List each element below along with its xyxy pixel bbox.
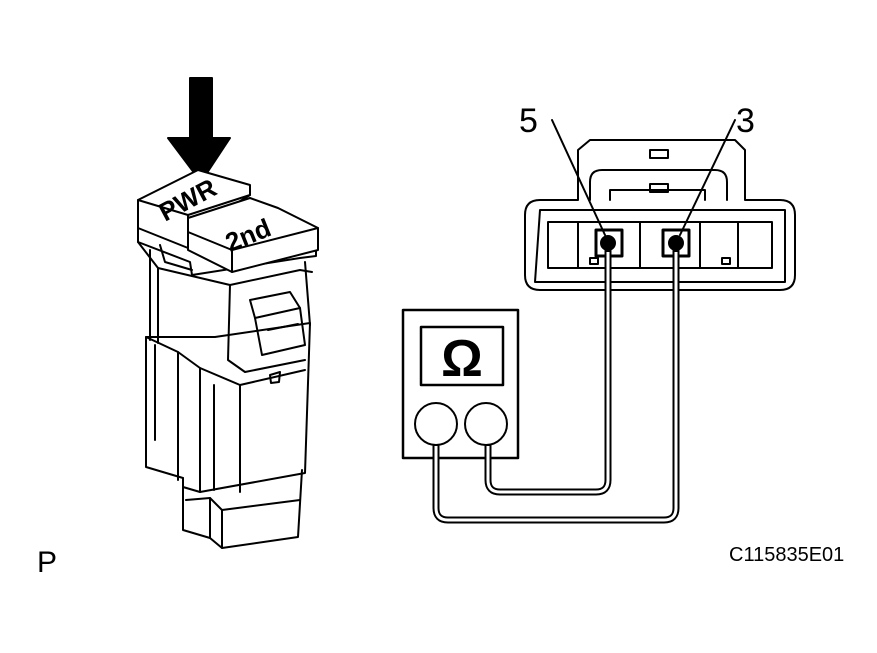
- cavity-key: [589, 257, 599, 265]
- bezel-edge: [159, 244, 193, 271]
- ohmmeter: Ω: [401, 308, 520, 460]
- meter-jack-left: [414, 402, 458, 446]
- ohm-symbol-icon: Ω: [441, 330, 483, 388]
- switch-terminal-block: [182, 469, 303, 549]
- latch-tab-top: [249, 291, 301, 319]
- cavity-dividers: [577, 221, 739, 269]
- connector-lock-inner: [609, 189, 706, 201]
- switch-middle-body: [149, 249, 311, 344]
- terminal-label-3: 3: [736, 102, 755, 140]
- latch-tab: [254, 307, 306, 356]
- ohmmeter-display: [419, 325, 505, 387]
- small-marker-icon: [269, 371, 281, 384]
- lock-tab: [649, 149, 669, 159]
- connector-assembly: 5 3: [519, 102, 796, 291]
- figure-code: C115835E01: [729, 544, 844, 566]
- switch-assembly: PWR 2nd: [137, 77, 319, 549]
- leader-line-5: [551, 119, 606, 236]
- button-bezel: [137, 227, 317, 276]
- latch-line: [267, 323, 299, 331]
- cavity-key: [721, 257, 731, 265]
- lock-tab: [649, 183, 669, 193]
- lead-highlights: [434, 252, 678, 522]
- terminal-edge: [185, 497, 301, 511]
- test-lead-inner: [484, 250, 612, 496]
- ohmmeter-body: [401, 308, 520, 460]
- probe-tip-5: [600, 235, 616, 251]
- connector-lock: [589, 169, 728, 201]
- connector-inner-frame: [534, 209, 786, 283]
- second-button: [187, 197, 319, 273]
- terminal-label-5: 5: [519, 102, 538, 140]
- housing-edge: [239, 369, 306, 386]
- housing-edge: [177, 351, 201, 493]
- meter-jack-right: [464, 402, 508, 446]
- leader-line-3: [679, 119, 736, 236]
- probe-tip-3: [668, 235, 684, 251]
- view-label: P: [37, 546, 57, 579]
- housing-edge: [145, 336, 179, 481]
- connector-outer-shell: [524, 139, 796, 291]
- terminal-cavity-row: [547, 221, 773, 269]
- body-ledge: [227, 284, 306, 373]
- press-arrow-icon: [167, 77, 231, 183]
- housing-edge: [199, 367, 241, 493]
